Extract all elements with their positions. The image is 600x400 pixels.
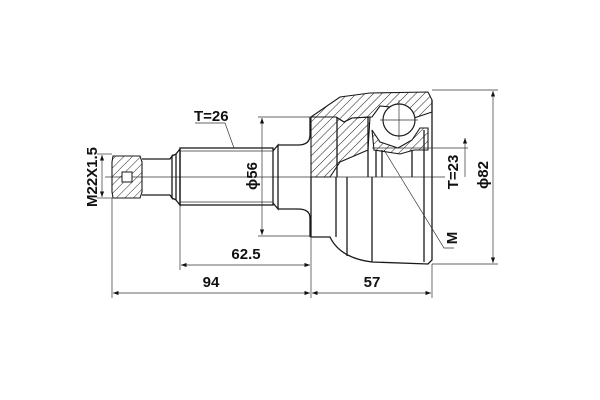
thread-label: M22X1.5 [84, 147, 101, 207]
inner-spline-label: T=23 [445, 155, 462, 190]
bell-length-label: 57 [364, 274, 381, 291]
shaft-step [272, 143, 279, 211]
marker-label: M [444, 232, 461, 245]
shaft-neck [142, 153, 173, 201]
dimension-lines [97, 89, 498, 298]
seal-seat [278, 117, 311, 237]
spline-shaft-label: T=26 [194, 108, 229, 125]
total-shaft-length-label: 94 [203, 274, 220, 291]
inner-race [371, 100, 429, 177]
outer-diameter-label: ϕ82 [475, 161, 492, 189]
spline-shaft [179, 147, 274, 206]
threaded-end [111, 155, 143, 199]
shaft-length-label: 62.5 [231, 246, 260, 263]
seal-diameter-label: ϕ56 [244, 162, 261, 190]
